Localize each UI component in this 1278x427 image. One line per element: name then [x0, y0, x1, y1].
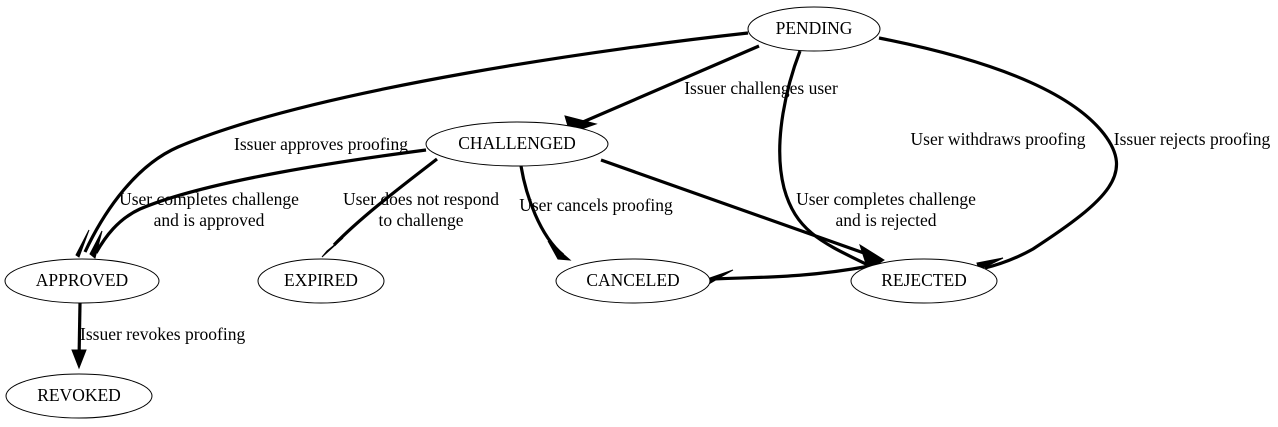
- nodes-layer: PENDING CHALLENGED APPROVED EXPIRED CANCELED…: [4, 6, 998, 419]
- node-pending[interactable]: PENDING: [747, 6, 881, 52]
- node-approved[interactable]: APPROVED: [4, 258, 160, 304]
- node-label: CANCELED: [586, 270, 679, 290]
- node-label: PENDING: [776, 18, 853, 38]
- edge-challenged-expired: [321, 157, 438, 258]
- edge-line: [568, 44, 760, 130]
- edge-line: [94, 148, 427, 254]
- edge-line: [600, 158, 879, 260]
- node-challenged[interactable]: CHALLENGED: [425, 121, 609, 167]
- node-ellipse: [4, 258, 160, 304]
- edge-label-line: User does not respond: [343, 189, 499, 209]
- node-label: REJECTED: [881, 270, 967, 290]
- edge-challenged-approved: [89, 148, 427, 259]
- node-ellipse: [5, 373, 153, 419]
- edge-label-line: User completes challenge: [796, 189, 976, 209]
- node-label: CHALLENGED: [458, 133, 576, 153]
- edge-line: [83, 31, 749, 253]
- node-revoked[interactable]: REVOKED: [5, 373, 153, 419]
- edge-approved-revoked: [71, 302, 87, 370]
- edge-challenged-canceled: [519, 165, 572, 261]
- edge-label-line: to challenge: [378, 210, 463, 230]
- node-label: EXPIRED: [284, 270, 358, 290]
- edge-label: Issuer challenges user: [684, 78, 838, 98]
- edge-label-line: User completes challenge: [119, 189, 299, 209]
- edge-label-line: and is approved: [154, 210, 265, 230]
- edge-label: Issuer rejects proofing: [1114, 129, 1271, 149]
- edge-label: Issuer revokes proofing: [80, 324, 245, 344]
- edge-label: User withdraws proofing: [911, 129, 1086, 149]
- node-expired[interactable]: EXPIRED: [257, 258, 385, 304]
- edge-label: Issuer approves proofing: [234, 134, 408, 154]
- arrowhead-icon: [71, 349, 87, 370]
- arrowhead-icon: [547, 240, 572, 261]
- node-label: REVOKED: [37, 385, 121, 405]
- edge-pending-rejected: [878, 36, 1119, 271]
- arrowhead-icon: [89, 230, 103, 259]
- edge-pending-approved: [75, 31, 749, 258]
- edge-line: [878, 36, 1119, 270]
- edge-label: User cancels proofing: [519, 195, 673, 215]
- node-ellipse: [555, 258, 711, 304]
- node-ellipse: [257, 258, 385, 304]
- node-rejected[interactable]: REJECTED: [850, 258, 998, 304]
- edge-line: [332, 157, 438, 247]
- edge-label-line: and is rejected: [835, 210, 936, 230]
- node-ellipse: [850, 258, 998, 304]
- node-ellipse: [747, 6, 881, 52]
- node-label: APPROVED: [36, 270, 128, 290]
- node-ellipse: [425, 121, 609, 167]
- edge-line: [712, 50, 876, 281]
- arrowhead-icon: [75, 229, 90, 258]
- arrowhead-icon: [321, 237, 344, 258]
- edges-layer: [71, 31, 1119, 370]
- node-canceled[interactable]: CANCELED: [555, 258, 711, 304]
